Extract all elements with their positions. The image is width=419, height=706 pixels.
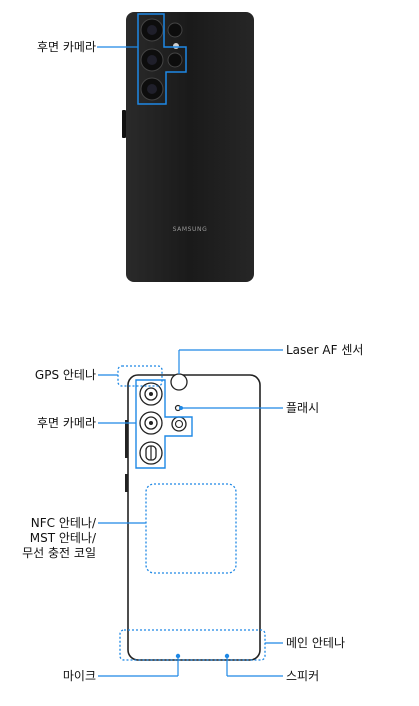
camera-callout-outline (135, 379, 193, 469)
side-button-lower (125, 474, 128, 492)
label-rear-camera: 후면 카메라 (36, 416, 96, 430)
label-flash: 플래시 (286, 401, 320, 415)
main-antenna-area (119, 629, 266, 661)
label-rear-camera-top: 후면 카메라 (36, 40, 96, 54)
label-gps-antenna: GPS 안테나 (34, 368, 96, 382)
phone-outline (127, 374, 261, 661)
gps-antenna-area (117, 365, 163, 387)
label-main-antenna: 메인 안테나 (286, 636, 346, 650)
phone-rear-view: SAMSUNG (97, 12, 254, 282)
side-button-upper (125, 420, 128, 458)
brand-logo: SAMSUNG (173, 226, 208, 233)
phone-component-diagram (98, 349, 283, 677)
label-nfc-mst-coil: NFC 안테나/ MST 안테나/ 무선 충전 코일 (22, 516, 96, 560)
nfc-coil-area (145, 483, 237, 574)
rear-camera-callout-outline (137, 13, 187, 105)
camera-module (140, 18, 183, 101)
phone-side-button (122, 110, 126, 138)
label-speaker: 스피커 (286, 669, 320, 683)
label-microphone: 마이크 (62, 669, 96, 683)
label-laser-af: Laser AF 센서 (286, 343, 364, 357)
camera-lenses (139, 373, 188, 465)
